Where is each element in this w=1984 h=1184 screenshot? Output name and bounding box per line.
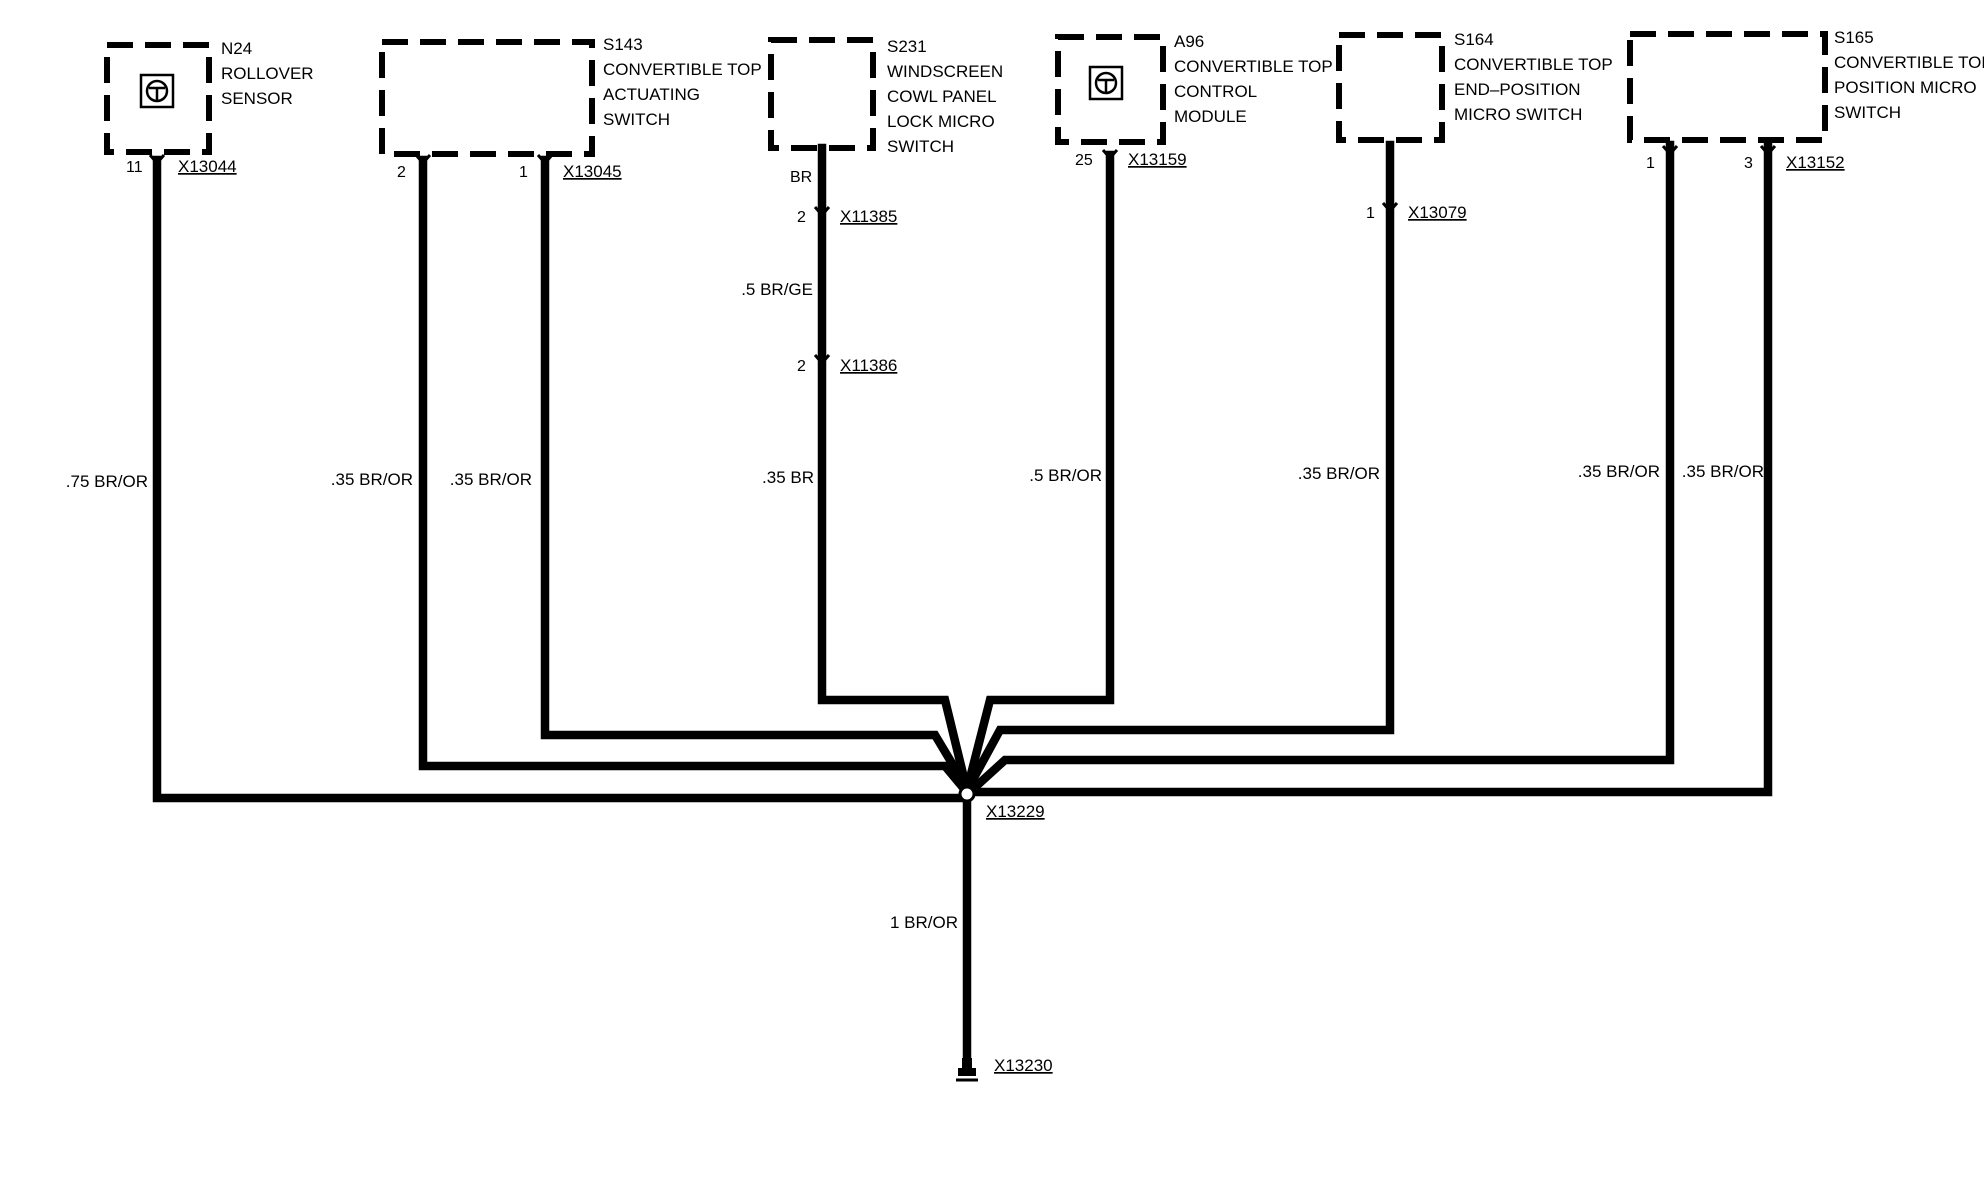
- s165-code: S165: [1834, 28, 1874, 47]
- s165-line-3: SWITCH: [1834, 103, 1901, 122]
- pin-mark: [536, 154, 554, 166]
- n24-box: [104, 42, 212, 155]
- pin-s164: 1: [1366, 205, 1375, 222]
- n24-code: N24: [221, 39, 252, 58]
- connector-x13230: X13230: [994, 1056, 1053, 1075]
- wire-label-s143-a: .35 BR/OR: [331, 470, 413, 489]
- module-icon: [139, 73, 175, 109]
- wire-label-s165-b: .35 BR/OR: [1682, 462, 1764, 481]
- wire-label-s231-mid: .5 BR/GE: [741, 280, 813, 299]
- s143-line-1: CONVERTIBLE TOP: [603, 60, 762, 79]
- s231-wire-color: BR: [790, 169, 812, 186]
- ground-icon: [956, 1058, 978, 1082]
- pin-s165-a: 1: [1646, 155, 1655, 172]
- component-n24: N24 ROLLOVER SENSOR: [104, 39, 314, 155]
- wires: [152, 140, 1773, 1065]
- wire-label-a96: .5 BR/OR: [1029, 466, 1102, 485]
- pin-s143-b: 1: [519, 164, 528, 181]
- s164-code: S164: [1454, 30, 1494, 49]
- wire-n24: [152, 155, 970, 803]
- s231-code: S231: [887, 37, 927, 56]
- pin-n24: 11: [126, 159, 143, 176]
- s231-line-3: LOCK MICRO: [887, 112, 995, 131]
- wire-s143-pin2: [418, 155, 971, 796]
- pin-x11386: 2: [797, 358, 806, 375]
- pin-s165-b: 3: [1744, 155, 1753, 172]
- a96-box: [1055, 34, 1166, 145]
- wire-s231: [817, 143, 971, 788]
- pin-mark: [1661, 145, 1679, 157]
- connector-x11386: X11386: [840, 356, 897, 375]
- splice-x13229: [958, 785, 976, 803]
- s164-line-2: END–POSITION: [1454, 80, 1581, 99]
- wire-label-ground: 1 BR/OR: [890, 913, 958, 932]
- wire-label-s164: .35 BR/OR: [1298, 464, 1380, 483]
- s164-line-1: CONVERTIBLE TOP: [1454, 55, 1613, 74]
- pin-mark: [414, 154, 432, 166]
- connector-x13079: X13079: [1408, 203, 1467, 222]
- a96-code: A96: [1174, 32, 1204, 51]
- n24-line-1: ROLLOVER: [221, 64, 314, 83]
- pin-mark: [813, 206, 831, 218]
- pin-x11385: 2: [797, 209, 806, 226]
- s164-box: [1336, 32, 1445, 143]
- a96-line-3: MODULE: [1174, 107, 1247, 126]
- s165-box: [1627, 31, 1828, 143]
- pin-mark: [813, 354, 831, 366]
- wire-label-s143-b: .35 BR/OR: [450, 470, 532, 489]
- wire-s143-pin1: [540, 155, 971, 791]
- pin-labels: 11 2 1 BR 2 2 25 1 1 3: [126, 152, 1753, 375]
- connector-x13044: X13044: [178, 157, 237, 176]
- wire-a96: [963, 150, 1115, 788]
- module-icon: [1088, 65, 1124, 101]
- component-s231: S231 WINDSCREEN COWL PANEL LOCK MICRO SW…: [768, 37, 1003, 156]
- component-s164: S164 CONVERTIBLE TOP END–POSITION MICRO …: [1336, 30, 1613, 143]
- s143-line-3: SWITCH: [603, 110, 670, 129]
- wire-s165-pin3: [965, 140, 1773, 797]
- component-s143: S143 CONVERTIBLE TOP ACTUATING SWITCH: [379, 35, 762, 157]
- component-a96: A96 CONVERTIBLE TOP CONTROL MODULE: [1055, 32, 1333, 145]
- wire-s164: [964, 140, 1395, 791]
- pin-a96: 25: [1075, 152, 1093, 169]
- s143-code: S143: [603, 35, 643, 54]
- connector-marks: [148, 145, 1777, 366]
- wire-label-s231-low: .35 BR: [762, 468, 814, 487]
- pin-mark: [1759, 145, 1777, 157]
- s143-box: [379, 39, 595, 157]
- pin-mark: [1101, 149, 1119, 161]
- n24-line-2: SENSOR: [221, 89, 293, 108]
- a96-line-1: CONVERTIBLE TOP: [1174, 57, 1333, 76]
- connector-x13045: X13045: [563, 162, 622, 181]
- wire-label-n24: .75 BR/OR: [66, 472, 148, 491]
- wire-s165-pin1: [965, 140, 1675, 797]
- connector-x13159: X13159: [1128, 150, 1187, 169]
- pin-s143-a: 2: [397, 164, 406, 181]
- component-s165: S165 CONVERTIBLE TOP POSITION MICRO SWIT…: [1627, 28, 1984, 143]
- s165-line-1: CONVERTIBLE TOP: [1834, 53, 1984, 72]
- s165-line-2: POSITION MICRO: [1834, 78, 1977, 97]
- wire-label-s165-a: .35 BR/OR: [1578, 462, 1660, 481]
- connector-x13152: X13152: [1786, 153, 1845, 172]
- s231-line-4: SWITCH: [887, 137, 954, 156]
- wire-labels: .75 BR/OR .35 BR/OR .35 BR/OR .5 BR/GE .…: [66, 280, 1764, 932]
- s231-box: [768, 37, 876, 151]
- connector-x13229: X13229: [986, 802, 1045, 821]
- pin-mark: [1381, 202, 1399, 214]
- s143-line-2: ACTUATING: [603, 85, 700, 104]
- s231-line-2: COWL PANEL: [887, 87, 997, 106]
- pin-mark: [148, 154, 166, 166]
- connector-labels: X13044 X13045 X11385 X11386 X13159 X1307…: [178, 150, 1845, 1075]
- s164-line-3: MICRO SWITCH: [1454, 105, 1582, 124]
- s231-line-1: WINDSCREEN: [887, 62, 1003, 81]
- a96-line-2: CONTROL: [1174, 82, 1257, 101]
- connector-x11385: X11385: [840, 207, 897, 226]
